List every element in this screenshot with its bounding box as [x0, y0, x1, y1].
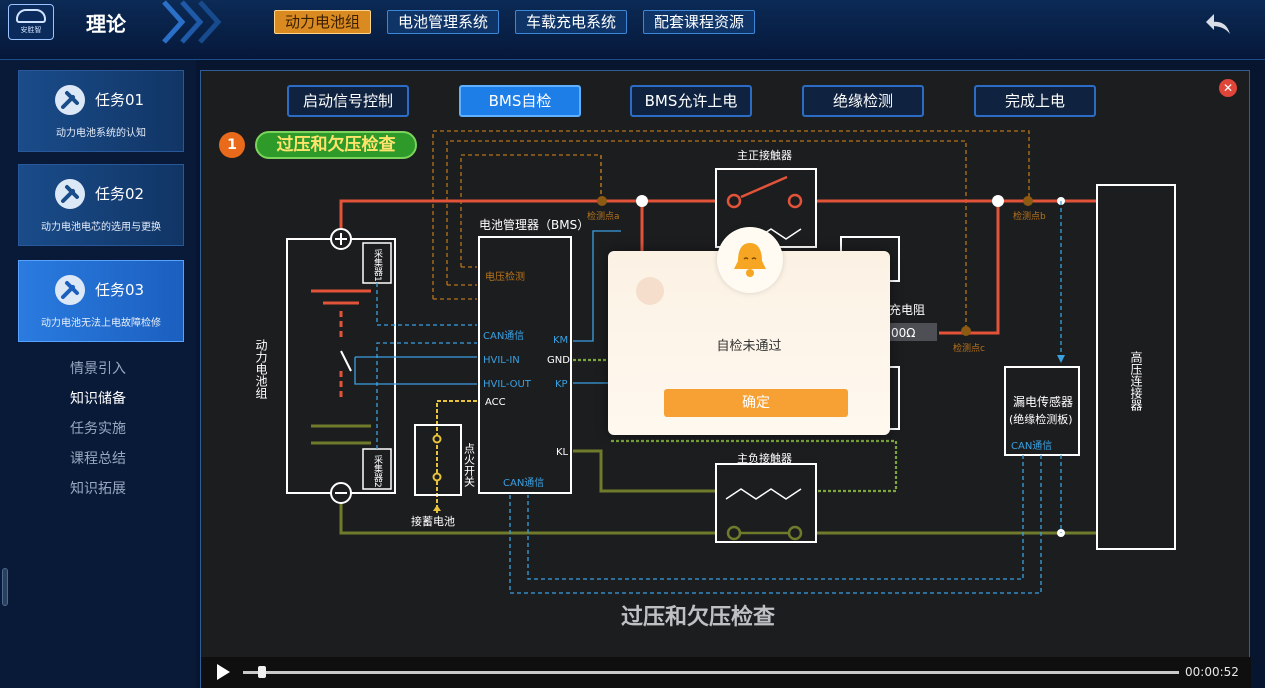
back-arrow-icon[interactable] — [1204, 12, 1232, 36]
task-01-card[interactable]: 任务01 动力电池系统的认知 — [18, 70, 184, 152]
battery-pack-label: 动力电池组 — [254, 339, 268, 399]
task-description: 动力电池系统的认知 — [56, 128, 146, 139]
leak-sensor-line1: 漏电传感器 — [1013, 394, 1073, 409]
bms-km: KM — [553, 335, 568, 346]
nav-power-battery[interactable]: 动力电池组 — [274, 10, 372, 34]
bms-hvil-out: HVIL-OUT — [483, 379, 532, 390]
task-number: 任务03 — [95, 281, 145, 299]
main-negative-label: 主负接触器 — [737, 451, 792, 465]
decor-circle — [636, 277, 664, 305]
nav-course-resources[interactable]: 配套课程资源 — [643, 10, 756, 34]
task-submenu: 情景引入 知识储备 任务实施 课程总结 知识拓展 — [70, 360, 126, 510]
diagram-caption: 过压和欠压检查 — [621, 605, 776, 630]
aux-battery-label: 接蓄电池 — [411, 515, 455, 528]
task-02-card[interactable]: 任务02 动力电池电芯的选用与更换 — [18, 164, 184, 246]
submenu-scenario[interactable]: 情景引入 — [70, 361, 126, 377]
main-positive-label: 主正接触器 — [737, 148, 792, 162]
wrench-icon — [55, 179, 85, 209]
bms-gnd: GND — [547, 355, 570, 366]
progress-track[interactable] — [243, 671, 1179, 674]
nav-onboard-charger[interactable]: 车载充电系统 — [515, 10, 628, 34]
top-nav: 动力电池组 电池管理系统 车载充电系统 配套课程资源 — [274, 10, 756, 34]
bell-icon — [717, 227, 783, 293]
step-bms-selfcheck[interactable]: BMS自检 — [459, 85, 581, 117]
video-player-bar: 00:00:52 — [201, 657, 1251, 688]
leak-sensor-line2: (绝缘检测板) — [1009, 412, 1073, 426]
ignition-switch-label: 点火开关 — [463, 443, 476, 488]
step-bms-allow-power[interactable]: BMS允许上电 — [630, 85, 752, 117]
bms-acc: ACC — [485, 397, 506, 408]
main-panel: 检测点a 检测点b 检测点c 动力电池组 采集器1 — [200, 70, 1251, 688]
play-icon[interactable] — [215, 663, 231, 681]
progress-handle[interactable] — [257, 666, 266, 678]
bms-hvil-in: HVIL-IN — [483, 355, 520, 366]
logo-text: 安胜智 — [20, 26, 42, 34]
submenu-implementation[interactable]: 任务实施 — [70, 421, 126, 437]
collector2-label: 采集器2 — [372, 455, 383, 488]
submenu-extension[interactable]: 知识拓展 — [70, 481, 126, 497]
wrench-icon — [55, 275, 85, 305]
leak-sensor-can: CAN通信 — [1011, 440, 1052, 452]
playback-time: 00:00:52 — [1185, 665, 1239, 679]
step-start-signal[interactable]: 启动信号控制 — [287, 85, 409, 117]
submenu-knowledge[interactable]: 知识储备 — [70, 391, 126, 407]
point-a-label: 检测点a — [587, 210, 620, 222]
submenu-summary[interactable]: 课程总结 — [70, 451, 126, 467]
hv-connector-label: 高压连接器 — [1129, 350, 1143, 412]
bms-title: 电池管理器（BMS） — [479, 217, 589, 232]
collector1-label: 采集器1 — [372, 249, 383, 282]
nav-bms[interactable]: 电池管理系统 — [387, 10, 500, 34]
left-sidebar: 任务01 动力电池系统的认知 任务02 动力电池电芯的选用与更换 任务03 动力… — [0, 60, 196, 688]
step-power-complete[interactable]: 完成上电 — [974, 85, 1096, 117]
chevron-right-icon — [160, 0, 190, 44]
precharge-value: 00Ω — [891, 326, 915, 340]
wrench-icon — [55, 85, 85, 115]
task-description: 动力电池电芯的选用与更换 — [41, 222, 161, 233]
bms-kl: KL — [556, 447, 569, 458]
bms-can-bottom: CAN通信 — [503, 477, 544, 489]
app-logo: 安胜智 — [8, 4, 54, 40]
bms-can-label: CAN通信 — [483, 330, 524, 342]
task-description: 动力电池无法上电故障检修 — [41, 318, 161, 329]
dialog-message: 自检未通过 — [716, 339, 782, 354]
confirm-button[interactable]: 确定 — [664, 389, 848, 417]
section-number-badge: 1 — [219, 132, 245, 158]
task-number: 任务02 — [95, 185, 145, 203]
task-number: 任务01 — [95, 91, 145, 109]
sidebar-scroll-handle[interactable] — [2, 568, 8, 606]
precharge-label: 充电阻 — [889, 302, 925, 317]
step-insulation-check[interactable]: 绝缘检测 — [802, 85, 924, 117]
point-c-label: 检测点c — [953, 342, 985, 354]
chevron-right-icon — [196, 0, 226, 44]
selfcheck-dialog: 自检未通过 确定 — [608, 227, 890, 435]
chevron-right-icon — [178, 0, 208, 44]
section-title: 过压和欠压检查 — [255, 131, 417, 159]
bms-voltage-detect: 电压检测 — [485, 270, 525, 283]
bms-kp: KP — [555, 379, 568, 390]
close-icon[interactable]: ✕ — [1219, 79, 1237, 97]
top-bar: 安胜智 理论 动力电池组 电池管理系统 车载充电系统 配套课程资源 — [0, 0, 1265, 60]
point-b-label: 检测点b — [1013, 210, 1046, 222]
car-logo-icon — [16, 9, 46, 23]
page-title: 理论 — [86, 12, 126, 36]
task-03-card[interactable]: 任务03 动力电池无法上电故障检修 — [18, 260, 184, 342]
